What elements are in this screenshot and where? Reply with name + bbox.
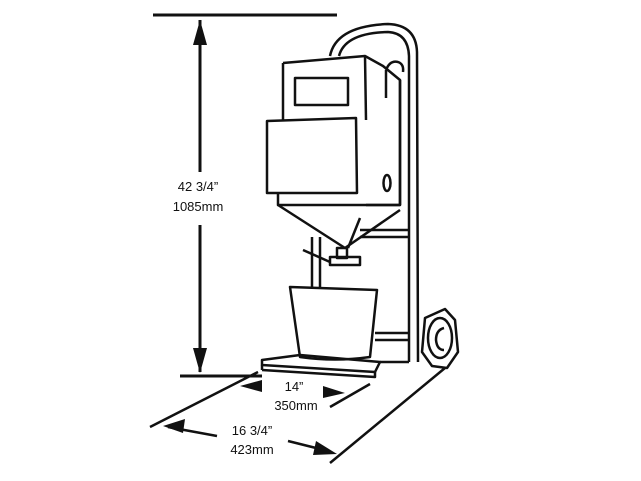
depth-imperial-label: 14” bbox=[284, 379, 304, 394]
height-arrow bbox=[193, 20, 207, 373]
bucket bbox=[288, 285, 379, 361]
machine-housing bbox=[265, 54, 402, 250]
depth-arrow bbox=[240, 380, 345, 398]
dispense-valve bbox=[302, 237, 362, 287]
width-metric-label: 423mm bbox=[230, 442, 274, 457]
floor-left-line bbox=[149, 370, 259, 429]
depth-right-line bbox=[329, 382, 371, 409]
floor-right-line bbox=[329, 367, 446, 464]
height-imperial-label: 42 3/4” bbox=[177, 179, 219, 194]
width-imperial-label: 16 3/4” bbox=[231, 423, 273, 438]
base-plate bbox=[260, 353, 409, 379]
depth-metric-label: 350mm bbox=[274, 398, 318, 413]
display-window bbox=[293, 76, 350, 107]
wheel bbox=[420, 307, 460, 370]
height-metric-label: 1085mm bbox=[172, 199, 224, 214]
width-arrow bbox=[163, 419, 337, 455]
